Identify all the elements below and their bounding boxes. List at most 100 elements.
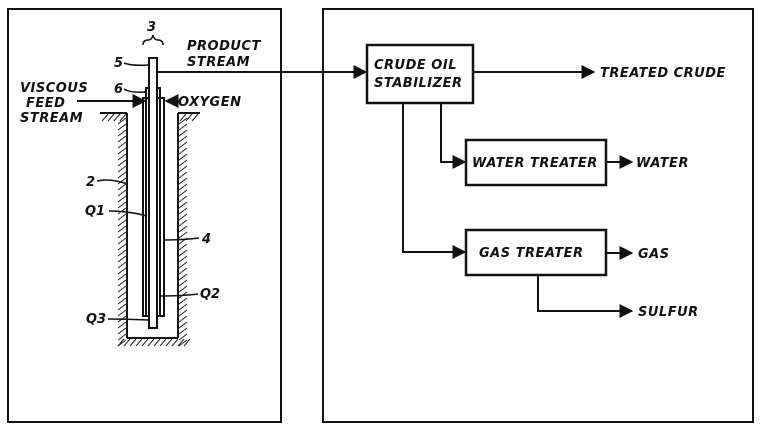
hatch-mark: [178, 171, 188, 179]
hatch-mark: [178, 303, 188, 311]
hatch-mark: [178, 159, 188, 167]
water-treater-box: [464, 138, 608, 187]
hatch-mark: [117, 159, 127, 167]
hatch-mark: [178, 249, 188, 257]
hatch-mark: [129, 338, 137, 347]
hatch-mark: [153, 338, 161, 347]
hatch-mark: [178, 165, 188, 173]
stabilizer-label-1: CRUDE OIL: [374, 58, 457, 73]
hatch-mark: [178, 273, 188, 281]
hatch-mark: [117, 297, 127, 305]
assembly-brace: [142, 34, 164, 46]
callout-q3: Q3: [86, 312, 106, 327]
hatch-mark: [117, 117, 127, 125]
viscous-label-3: STREAM: [20, 111, 83, 126]
gas-label: GAS: [638, 247, 670, 262]
hatch-mark: [113, 113, 121, 122]
hatch-mark: [117, 309, 127, 317]
hatch-mark: [117, 273, 127, 281]
hatch-mark: [178, 267, 188, 275]
hatch-mark: [107, 113, 115, 122]
hatch-mark: [101, 113, 109, 122]
hatch-mark: [178, 141, 188, 149]
hatch-mark: [178, 117, 188, 125]
callout-q3-leader: [107, 318, 150, 321]
hatch-mark: [123, 338, 131, 347]
hatch-mark: [178, 153, 188, 161]
hatch-mark: [178, 243, 188, 251]
treated-crude-label: TREATED CRUDE: [600, 66, 726, 81]
hatch-mark: [178, 315, 188, 323]
hatch-mark: [117, 285, 127, 293]
hatch-mark: [117, 321, 127, 329]
hatch-mark: [117, 129, 127, 137]
hatch-mark: [117, 237, 127, 245]
hatch-mark: [178, 327, 188, 335]
water-treater-label: WATER TREATER: [472, 156, 598, 171]
process-panel-frame: [322, 8, 754, 423]
hatch-mark: [178, 297, 188, 305]
hatch-mark: [117, 165, 127, 173]
hatch-mark: [117, 147, 127, 155]
hatch-mark: [117, 201, 127, 209]
product-stream-label-2: STREAM: [187, 55, 250, 70]
callout-5-leader: [123, 62, 149, 66]
hatch-mark: [117, 255, 127, 263]
hatch-mark: [117, 291, 127, 299]
hatch-mark: [117, 333, 127, 341]
callout-q1: Q1: [85, 204, 105, 219]
well-panel-frame: [7, 8, 282, 423]
earth-hatching: [101, 113, 199, 347]
hatch-mark: [178, 333, 188, 341]
hatch-mark: [117, 243, 127, 251]
hatch-mark: [178, 207, 188, 215]
crude-oil-stabilizer-box: [365, 43, 475, 105]
hatch-mark: [117, 171, 127, 179]
hatch-mark: [117, 183, 127, 191]
callout-4: 4: [201, 232, 211, 247]
hatch-mark: [178, 261, 188, 269]
hatch-mark: [178, 309, 188, 317]
hatch-mark: [183, 338, 191, 347]
hatch-mark: [117, 249, 127, 257]
callout-q2: Q2: [200, 287, 220, 302]
callout-2-leader: [96, 179, 128, 185]
hatch-mark: [179, 113, 187, 122]
viscous-label-1: VISCOUS: [20, 81, 88, 96]
sulfur-label: SULFUR: [638, 305, 699, 320]
gas-treater-label: GAS TREATER: [479, 246, 583, 261]
callout-5: 5: [114, 56, 123, 71]
hatch-mark: [178, 231, 188, 239]
borehole: [100, 112, 200, 347]
hatch-mark: [191, 113, 199, 122]
hatch-mark: [178, 213, 188, 221]
hatch-mark: [117, 327, 127, 335]
hatch-mark: [117, 195, 127, 203]
hatch-mark: [178, 225, 188, 233]
callout-6: 6: [114, 82, 123, 97]
hatch-mark: [117, 141, 127, 149]
oxygen-label: OXYGEN: [178, 95, 241, 110]
hatch-mark: [178, 285, 188, 293]
hatch-mark: [159, 338, 167, 347]
to-water-treater-line: [440, 103, 467, 169]
hatch-mark: [178, 177, 188, 185]
stabilizer-label-2: STABILIZER: [374, 76, 462, 91]
hatch-mark: [178, 189, 188, 197]
callout-4-leader: [163, 237, 200, 241]
hatch-mark: [147, 338, 155, 347]
callout-2: 2: [86, 175, 95, 190]
hatch-mark: [117, 123, 127, 131]
hatch-mark: [117, 225, 127, 233]
callout-3: 3: [147, 20, 156, 35]
water-label: WATER: [636, 156, 689, 171]
hatch-mark: [178, 201, 188, 209]
hatch-mark: [178, 195, 188, 203]
hatch-mark: [178, 339, 188, 347]
injection-tubes: [142, 57, 165, 329]
hatch-mark: [117, 213, 127, 221]
hatch-mark: [171, 338, 179, 347]
hatch-mark: [178, 219, 188, 227]
viscous-label-2: FEED: [26, 96, 65, 111]
